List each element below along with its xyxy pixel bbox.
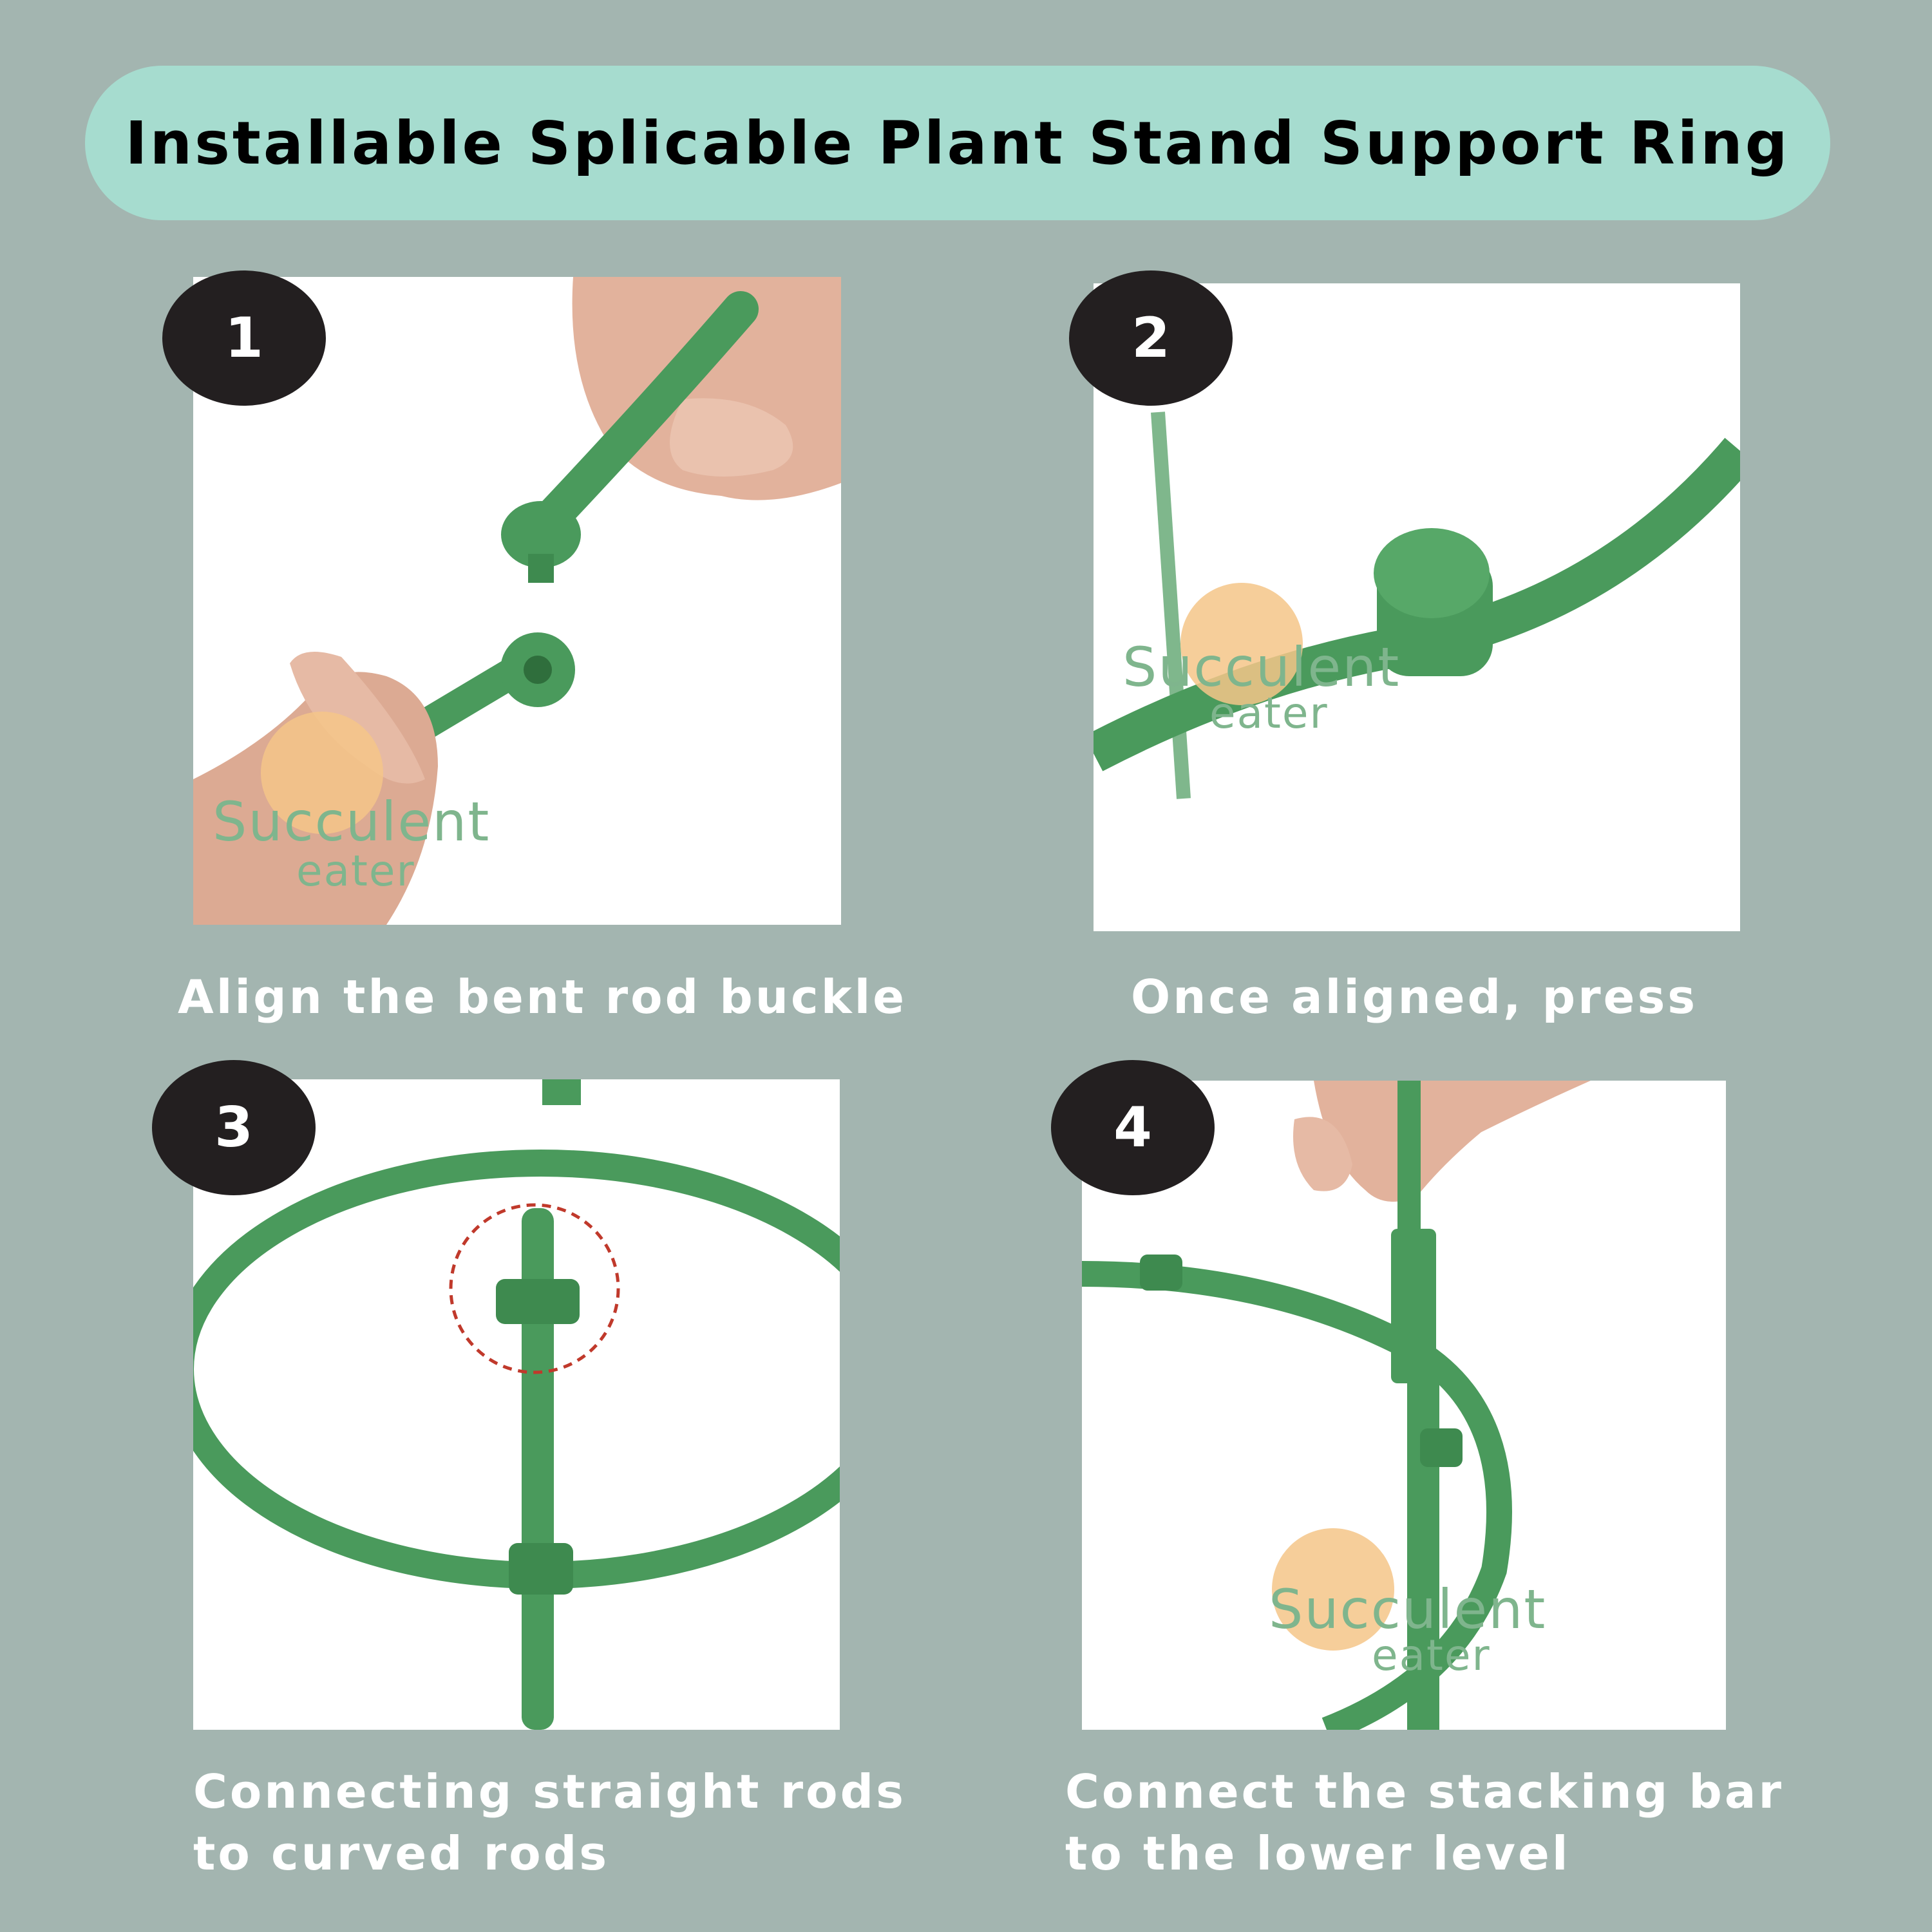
step-4-caption-line2: to the lower level — [1065, 1826, 1571, 1880]
lower-finger — [290, 652, 425, 784]
watermark-text: Succulent — [213, 790, 490, 853]
upper-thumb — [670, 398, 793, 477]
step-1-caption-line1: Align the bent rod buckle — [178, 970, 907, 1024]
page-title: Installable Splicable Plant Stand Suppor… — [125, 108, 1790, 178]
lower-joint — [509, 1543, 573, 1595]
hand-finger — [1293, 1117, 1352, 1191]
title-banner: Installable Splicable Plant Stand Suppor… — [85, 66, 1830, 220]
step-4-caption-line1: Connect the stacking bar — [1065, 1765, 1784, 1819]
step-3-caption-line2: to curved rods — [193, 1826, 610, 1880]
ring-joint-left — [1140, 1255, 1182, 1291]
watermark-subtext: eater — [1372, 1631, 1491, 1680]
top-rod-stub — [542, 1079, 581, 1105]
upper-buckle-peg — [528, 554, 554, 583]
watermark-subtext: eater — [1209, 688, 1329, 738]
step-2-badge: 2 — [1069, 270, 1233, 406]
upper-buckle-knob — [501, 501, 581, 568]
step-3-caption: Connecting straight rods to curved rods — [193, 1761, 906, 1884]
hand — [1314, 1081, 1591, 1202]
step-1-badge: 1 — [162, 270, 326, 406]
step-4-illustration: Succulent eater — [1082, 1081, 1591, 1730]
upper-rod — [536, 291, 759, 533]
step-2-photo: Succulent eater — [1094, 283, 1740, 931]
step-3-photo — [193, 1079, 840, 1730]
watermark-text: Succulent — [1269, 1578, 1546, 1641]
lower-buckle-hole — [524, 656, 552, 684]
step-4-photo: Succulent eater — [1082, 1081, 1726, 1730]
step-3-illustration — [193, 1079, 840, 1730]
watermark-text: Succulent — [1122, 636, 1400, 699]
step-1-photo: Succulent eater — [193, 277, 841, 925]
ring — [1082, 1261, 1512, 1730]
watermark-sun — [1272, 1528, 1394, 1651]
step-3-badge: 3 — [152, 1060, 316, 1195]
highlight-circle — [449, 1203, 620, 1374]
vertical-rod — [522, 1208, 554, 1730]
step-4-badge: 4 — [1051, 1060, 1215, 1195]
step-4-caption: Connect the stacking bar to the lower le… — [1065, 1761, 1784, 1884]
ring — [193, 1150, 840, 1589]
step-2-caption: Once aligned, press — [1131, 966, 1698, 1028]
step-1-illustration: Succulent eater — [193, 277, 841, 925]
step-2-illustration: Succulent eater — [1094, 412, 1740, 799]
step-1-caption: Align the bent rod buckle — [178, 966, 907, 1028]
watermark-subtext: eater — [296, 846, 415, 896]
watermark-sun — [1180, 583, 1303, 705]
step-2-caption-line1: Once aligned, press — [1131, 970, 1698, 1024]
watermark-sun — [261, 712, 383, 834]
step-3-caption-line1: Connecting straight rods — [193, 1765, 906, 1819]
buckle-cap — [1374, 528, 1490, 618]
upper-joint — [496, 1279, 580, 1324]
ring-joint-right — [1420, 1428, 1463, 1467]
stacking-bar-rod — [1397, 1081, 1421, 1229]
